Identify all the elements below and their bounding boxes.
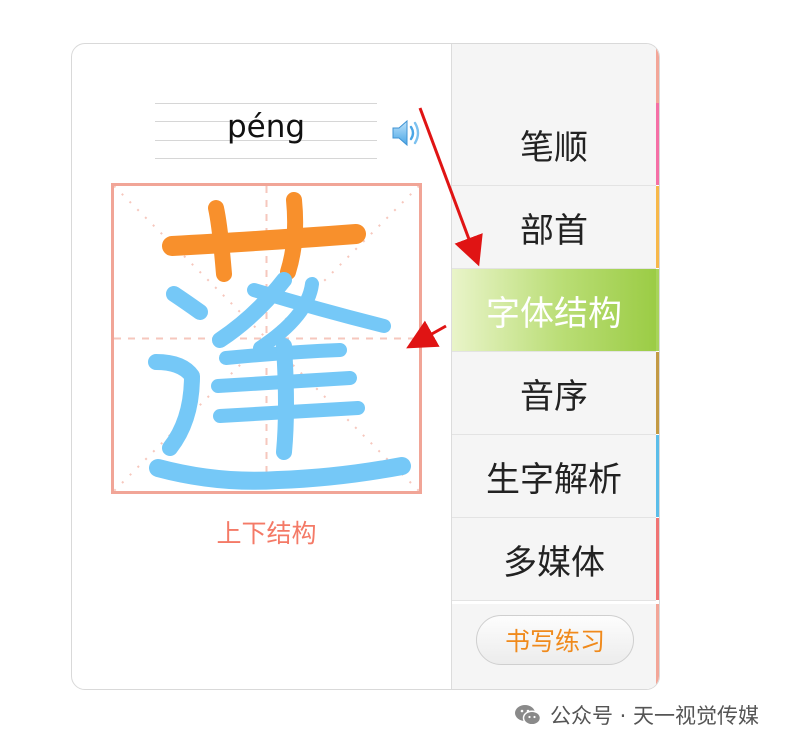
speaker-icon[interactable]: [389, 115, 425, 151]
feature-menu: 笔顺 部首 字体结构 音序 生字解析 多媒体 书写练习: [451, 44, 659, 689]
menu-item-multimedia[interactable]: 多媒体: [452, 518, 659, 601]
menu-header: [452, 44, 659, 104]
menu-item-phonetic-order[interactable]: 音序: [452, 352, 659, 435]
menu-item-label: 生字解析: [486, 459, 622, 500]
menu-item-label: 字体结构: [486, 293, 622, 334]
pinyin-text: péng: [226, 109, 306, 145]
pinyin-staff: péng: [155, 103, 377, 159]
tianzige-grid: [111, 183, 422, 494]
menu-item-label: 音序: [520, 376, 588, 417]
wechat-icon: [515, 705, 542, 726]
menu-item-structure[interactable]: 字体结构: [452, 269, 659, 352]
watermark-text: 公众号 · 天一视觉传媒: [550, 704, 760, 728]
writing-practice-button[interactable]: 书写练习: [476, 615, 634, 665]
menu-item-label: 笔顺: [520, 127, 588, 168]
character-card: péng: [71, 43, 660, 690]
menu-item-label: 部首: [520, 210, 588, 251]
watermark: 公众号 · 天一视觉传媒: [514, 700, 759, 730]
menu-item-stroke-order[interactable]: 笔顺: [452, 103, 659, 186]
menu-footer: 书写练习: [452, 604, 659, 689]
menu-item-radical[interactable]: 部首: [452, 186, 659, 269]
menu-item-character-analysis[interactable]: 生字解析: [452, 435, 659, 518]
character-display-pane: péng: [72, 44, 452, 689]
hanzi-character: [148, 192, 411, 490]
menu-item-label: 多媒体: [503, 542, 605, 583]
structure-label: 上下结构: [216, 519, 317, 548]
